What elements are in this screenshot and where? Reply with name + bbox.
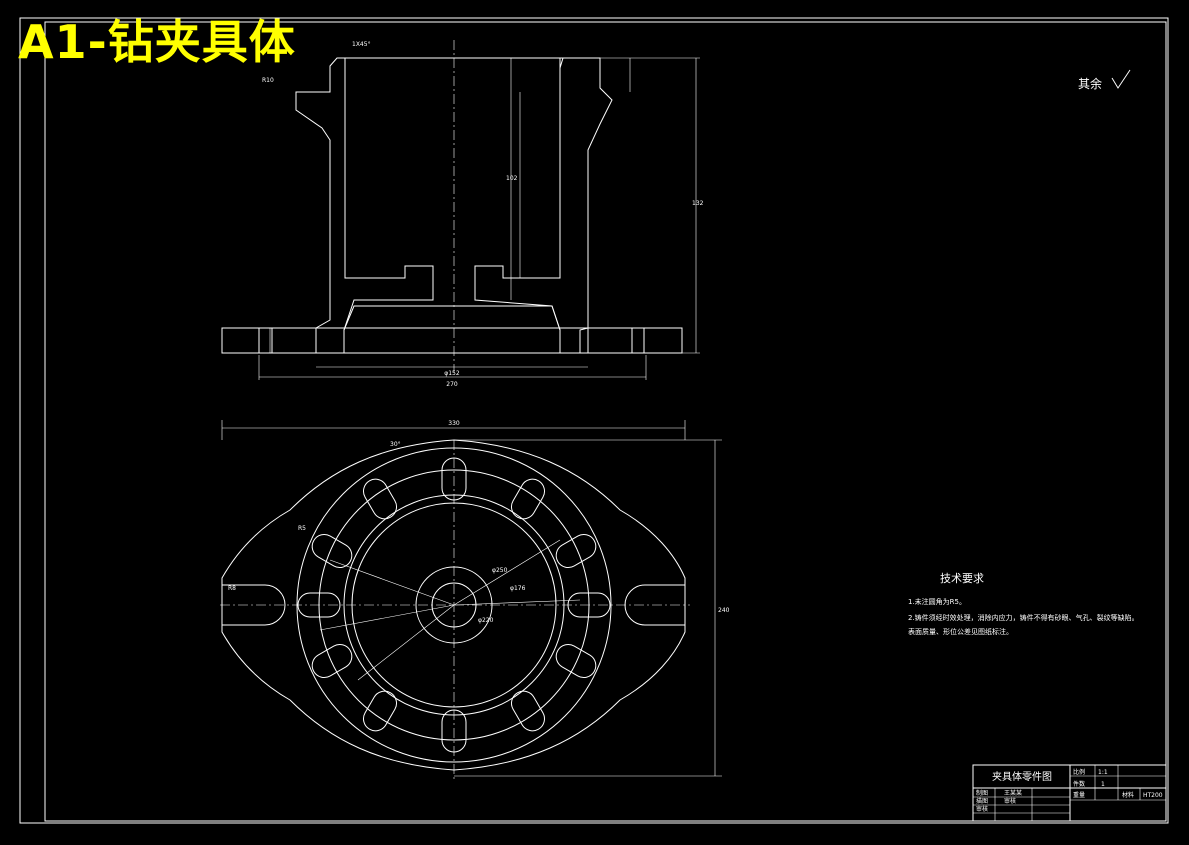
tb-design-value: 审核 <box>1004 797 1016 805</box>
dim-hole-r: R8 <box>228 585 236 592</box>
dim-inner-depth: 102 <box>506 175 518 182</box>
tech-line-3: 表面质量、形位公差见图纸标注。 <box>908 627 1013 636</box>
plan-view: 330 240 φ250 φ176 φ220 30° R5 R8 <box>220 420 730 780</box>
tb-scale-label: 比例 <box>1073 768 1085 776</box>
tb-part-name: 夹具体零件图 <box>992 770 1052 783</box>
tech-line-2: 2.铸件须经时效处理，消除内应力，铸件不得有砂眼、气孔、裂纹等缺陷。 <box>908 613 1139 622</box>
dim-plan-width: 330 <box>448 420 460 427</box>
inner-border <box>44 21 1167 822</box>
title-block: 夹具体零件图 比例 1:1 件数 1 制图 王某某 重量 材料 HT200 描图… <box>972 764 1167 822</box>
tb-qty-label: 件数 <box>1073 780 1085 788</box>
roughness-symbol-icon <box>1111 69 1131 89</box>
front-section-view: φ152 270 132 102 1X45° R10 <box>221 40 704 388</box>
dim-angle: 30° <box>390 441 401 448</box>
tb-review-label: 审核 <box>976 805 988 813</box>
outer-border <box>19 17 1169 824</box>
dim-top-chamfer: 1X45° <box>352 41 371 48</box>
dim-inner-dia: φ220 <box>478 617 494 624</box>
sheet-title: A1-钻夹具体 <box>18 15 296 69</box>
tb-weight-label: 重量 <box>1073 791 1085 799</box>
tech-line-1: 1.未注圆角为R5。 <box>908 597 966 606</box>
dim-base-dia: φ152 <box>444 370 460 377</box>
dim-pitch-dia: φ176 <box>510 585 526 592</box>
tb-material-label: 材料 <box>1122 791 1134 799</box>
tb-scale-value: 1:1 <box>1098 769 1108 776</box>
dim-top-radius: R10 <box>262 77 274 84</box>
tb-qty-value: 1 <box>1101 781 1105 788</box>
roughness-label: 其余 <box>1078 76 1102 91</box>
tb-drawn-value: 王某某 <box>1004 790 1022 797</box>
tb-design-label: 描图 <box>976 797 988 805</box>
dim-overall-width: 270 <box>446 381 458 388</box>
tech-heading: 技术要求 <box>940 572 984 585</box>
tech-requirements: 技术要求 1.未注圆角为R5。 2.铸件须经时效处理，消除内应力，铸件不得有砂眼… <box>908 572 1139 636</box>
dim-plan-height: 240 <box>718 607 730 614</box>
dim-bolt-circle: φ250 <box>492 567 508 574</box>
tb-drawn-label: 制图 <box>976 789 988 797</box>
roughness-note: 其余 <box>1078 69 1131 91</box>
dim-height-total: 132 <box>692 200 704 207</box>
tb-material-value: HT200 <box>1143 792 1163 799</box>
dim-slot-r: R5 <box>298 525 306 532</box>
